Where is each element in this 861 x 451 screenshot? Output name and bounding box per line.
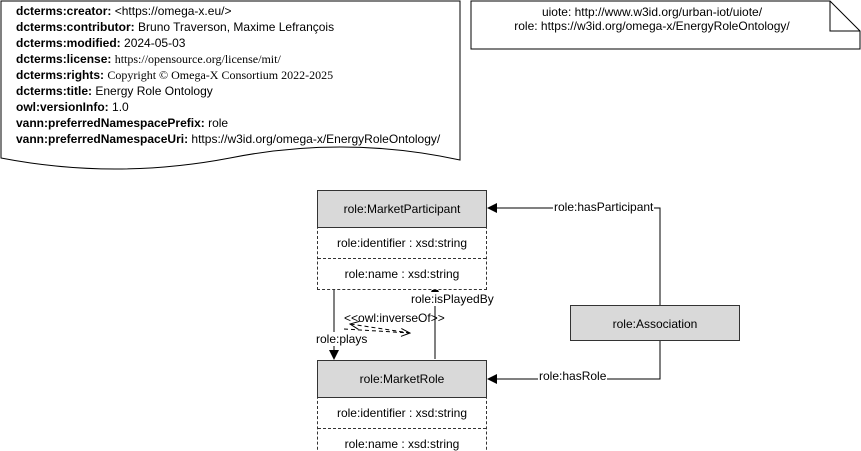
inverse-of-edge-back (350, 324, 411, 334)
metadata-row-rights: dcterms:rights: Copyright © Omega-X Cons… (16, 67, 440, 83)
market-role-class[interactable]: role:MarketRole role:identifier : xsd:st… (317, 360, 487, 451)
class-attribute: role:identifier : xsd:string (318, 397, 486, 428)
metadata-value: Bruno Traverson, Maxime Lefrançois (138, 20, 335, 34)
metadata-key: dcterms:title: (16, 84, 93, 98)
is-played-by-label: role:isPlayedBy (410, 292, 495, 306)
has-participant-label: role:hasParticipant (553, 200, 655, 214)
metadata-row-contributor: dcterms:contributor: Bruno Traverson, Ma… (16, 19, 440, 35)
metadata-key: owl:versionInfo: (16, 100, 109, 114)
class-attribute: role:identifier : xsd:string (318, 227, 486, 258)
metadata-row-uri: vann:preferredNamespaceUri: https://w3id… (16, 131, 440, 147)
inverse-of-label: <<owl:inverseOf>> (344, 311, 445, 325)
plays-label: role:plays (315, 332, 369, 346)
metadata-value: 1.0 (112, 100, 129, 114)
metadata-key: vann:preferredNamespacePrefix: (16, 116, 205, 130)
namespace-note-shape (470, 0, 861, 50)
class-attribute: role:name : xsd:string (318, 258, 486, 289)
metadata-key: dcterms:creator: (16, 4, 112, 18)
namespace-line-uiote: uiote: http://www.w3id.org/urban-iot/uio… (541, 5, 763, 19)
market-participant-class[interactable]: role:MarketParticipant role:identifier :… (317, 190, 487, 290)
metadata-row-license: dcterms:license: https://opensource.org/… (16, 51, 440, 67)
metadata-row-title: dcterms:title: Energy Role Ontology (16, 83, 440, 99)
metadata-value: 2024-05-03 (124, 36, 186, 50)
metadata-value: <https://omega-x.eu/> (114, 4, 232, 18)
metadata-row-modified: dcterms:modified: 2024-05-03 (16, 35, 440, 51)
metadata-value: https://w3id.org/omega-x/EnergyRoleOntol… (191, 132, 441, 146)
class-title: role:MarketRole (317, 360, 487, 398)
metadata-value: Energy Role Ontology (95, 84, 213, 98)
namespace-note-fold (829, 1, 860, 32)
class-title: role:MarketParticipant (317, 190, 487, 228)
metadata-key: vann:preferredNamespaceUri: (16, 132, 189, 146)
metadata-row-version: owl:versionInfo: 1.0 (16, 99, 440, 115)
has-role-label: role:hasRole (538, 369, 608, 383)
metadata-key: dcterms:rights: (16, 68, 105, 82)
metadata-row-creator: dcterms:creator: <https://omega-x.eu/> (16, 3, 440, 19)
class-attribute: role:name : xsd:string (318, 428, 486, 451)
metadata-value: https://opensource.org/license/mit/ (114, 52, 281, 66)
metadata-key: dcterms:modified: (16, 36, 121, 50)
metadata-note-shape (0, 0, 461, 170)
metadata-row-prefix: vann:preferredNamespacePrefix: role (16, 115, 440, 131)
metadata-key: dcterms:license: (16, 52, 112, 66)
metadata-value: Copyright © Omega-X Consortium 2022-2025 (107, 68, 334, 82)
association-class[interactable]: role:Association (570, 305, 740, 341)
namespace-line-role: role: https://w3id.org/omega-x/EnergyRol… (514, 19, 790, 33)
metadata-value: role (208, 116, 229, 130)
metadata-key: dcterms:contributor: (16, 20, 135, 34)
namespace-note: uiote: http://www.w3id.org/urban-iot/uio… (472, 5, 832, 33)
metadata-note: dcterms:creator: <https://omega-x.eu/> d… (16, 3, 440, 147)
has-participant-edge (487, 203, 661, 305)
